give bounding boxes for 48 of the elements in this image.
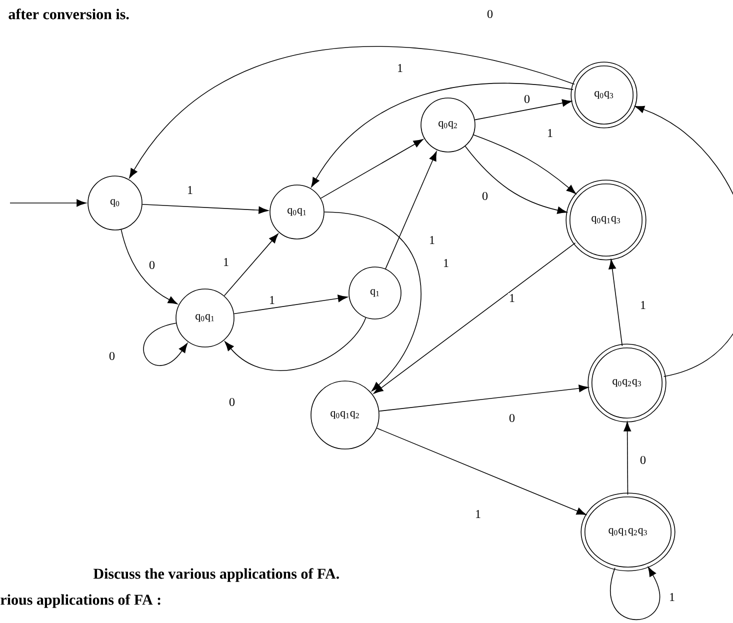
transition-arrow [376, 428, 586, 515]
accepting-state: q$_{0}$q$_{3}$ [570, 62, 638, 128]
edge-label: 1 [474, 509, 482, 519]
transition-arrow [120, 229, 178, 304]
transition-arrow [143, 322, 188, 366]
transition-arrow [624, 422, 632, 495]
edge-label: 1 [222, 257, 230, 267]
transition-arrow [374, 242, 576, 394]
accepting-state: q$_{0}$q$_{1}$q$_{3}$ [566, 180, 646, 260]
text-line: after conversion is. [8, 8, 129, 20]
edge-label: 0 [148, 260, 156, 270]
edge-label: 0 [508, 412, 516, 424]
transition-arrow [234, 294, 348, 314]
transition-arrow [608, 259, 623, 346]
edge-label: 1 [639, 300, 647, 310]
transition-arrow [311, 83, 574, 188]
text-line: Discuss the various applications of FA. [93, 568, 339, 582]
transition-arrow [610, 566, 660, 620]
edge-label: 0 [108, 350, 116, 362]
transition-arrow [385, 151, 437, 270]
transition-arrow [129, 46, 575, 178]
edge-label: 0 [228, 396, 236, 408]
transition-arrow [634, 106, 733, 377]
edge-label: 1 [186, 185, 194, 195]
edge-label: 0 [481, 190, 489, 202]
edge-label: 1 [508, 293, 516, 303]
accepting-state: q$_{0}$q$_{2}$q$_{3}$ [588, 344, 666, 422]
edge-label: 1 [546, 128, 554, 138]
transition-arrow [474, 99, 572, 120]
accepting-state: q$_{0}$q$_{1}$q$_{2}$q$_{3}$ [580, 492, 676, 572]
edge-label: 1 [442, 258, 450, 268]
transition-arrow [224, 234, 278, 296]
edge-label: 0 [523, 94, 531, 104]
edge-label: 1 [396, 63, 404, 73]
transition-arrow [142, 204, 268, 214]
transition-arrow [324, 212, 422, 392]
edge-label: 1 [668, 592, 676, 602]
edge-label: 0 [639, 454, 647, 466]
edge-label: 1 [268, 295, 276, 305]
transition-arrow [378, 384, 589, 412]
transition-arrow [224, 317, 366, 371]
transition-arrow [464, 146, 568, 214]
text-line: rious applications of FA : [0, 594, 160, 608]
transition-arrow [320, 139, 424, 199]
transition-arrow [10, 199, 86, 207]
edge-label: 1 [428, 235, 436, 245]
transition-arrow [473, 134, 576, 194]
edge-label: 0 [486, 8, 494, 20]
